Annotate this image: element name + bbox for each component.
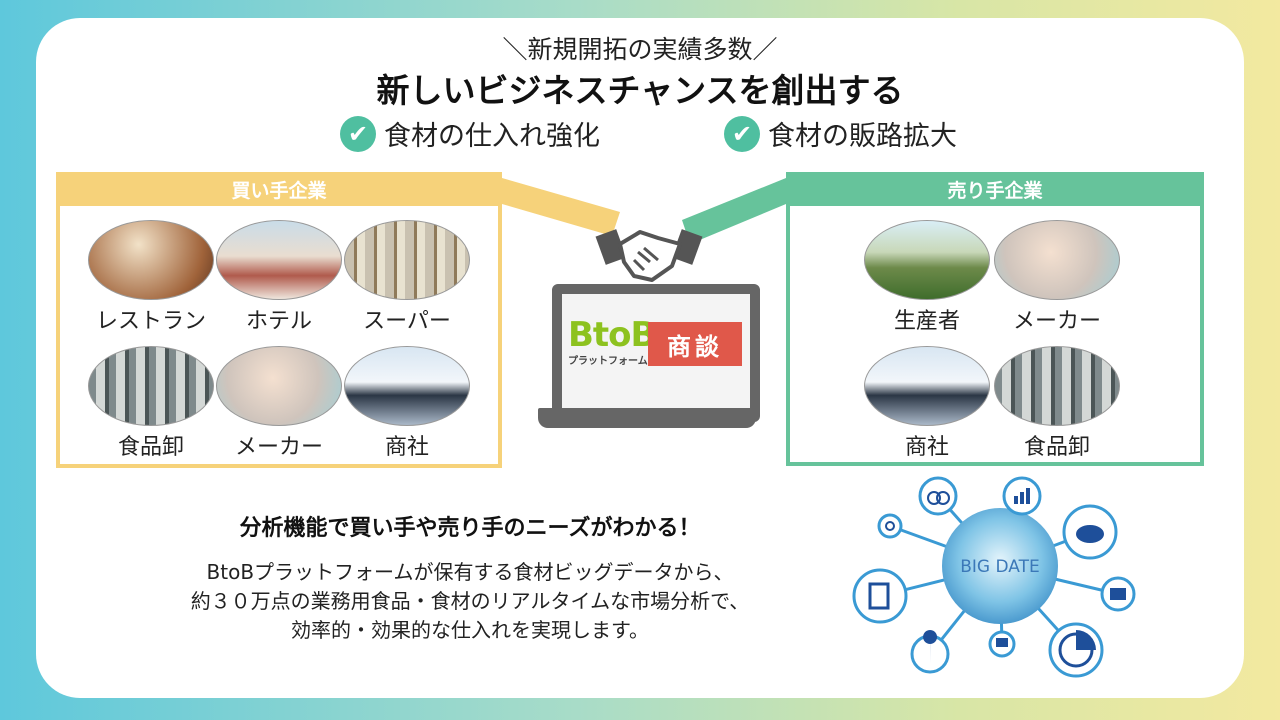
buyer-item-wholesale: 食品卸 bbox=[88, 346, 214, 461]
btob-platform-logo: BtoB プラットフォーム bbox=[568, 315, 656, 367]
negotiation-badge: 商談 bbox=[648, 322, 742, 366]
handshake-icon bbox=[595, 229, 703, 282]
seller-connector bbox=[682, 178, 786, 244]
benefit-label: 食材の仕入れ強化 bbox=[384, 121, 600, 152]
laptop-screen: BtoB プラットフォーム 商談 bbox=[552, 284, 760, 422]
hotel-photo bbox=[216, 220, 342, 300]
buyer-panel-title: 買い手企業 bbox=[56, 172, 502, 206]
big-data-illustration: BIG DATE bbox=[852, 476, 1136, 678]
benefit-label: 食材の販路拡大 bbox=[768, 121, 957, 152]
buyer-item-supermarket: スーパー bbox=[344, 220, 470, 335]
warehouse-photo bbox=[88, 346, 214, 426]
seller-panel-title: 売り手企業 bbox=[786, 172, 1204, 206]
big-data-label: BIG DATE bbox=[960, 557, 1039, 577]
analysis-body: BtoBプラットフォームが保有する食材ビッグデータから、 約３０万点の業務用食品… bbox=[190, 560, 750, 642]
big-data-globe bbox=[942, 508, 1058, 624]
buyer-item-trading: 商社 bbox=[344, 346, 470, 461]
benefit-procurement: ✔ 食材の仕入れ強化 bbox=[340, 114, 600, 153]
laptop-base bbox=[538, 408, 756, 428]
buyer-item-maker: メーカー bbox=[216, 346, 342, 461]
document-icon bbox=[852, 568, 908, 624]
supermarket-photo bbox=[344, 220, 470, 300]
warehouse-photo bbox=[994, 346, 1120, 426]
seller-item-wholesale: 食品卸 bbox=[994, 346, 1120, 461]
tagline: ＼新規開拓の実績多数／ bbox=[502, 35, 778, 64]
buyer-item-restaurant: レストラン bbox=[88, 220, 214, 335]
buyer-item-hotel: ホテル bbox=[216, 220, 342, 335]
headline: 新しいビジネスチャンスを創出する bbox=[376, 71, 904, 110]
factory-photo bbox=[994, 220, 1120, 300]
seller-item-maker: メーカー bbox=[994, 220, 1120, 335]
seller-item-trading: 商社 bbox=[864, 346, 990, 461]
analysis-title: 分析機能で買い手や売り手のニーズがわかる！ bbox=[239, 516, 701, 541]
factory-photo bbox=[216, 346, 342, 426]
meeting-photo bbox=[344, 346, 470, 426]
restaurant-photo bbox=[88, 220, 214, 300]
seller-panel: 売り手企業 生産者 メーカー 商社 食品卸 bbox=[786, 172, 1204, 466]
check-icon: ✔ bbox=[724, 115, 760, 152]
farmers-photo bbox=[864, 220, 990, 300]
buyer-panel: 買い手企業 レストラン ホテル スーパー 食品卸 メーカー 商社 bbox=[56, 172, 502, 468]
seller-item-producer: 生産者 bbox=[864, 220, 990, 335]
meeting-photo bbox=[864, 346, 990, 426]
check-icon: ✔ bbox=[340, 115, 376, 152]
benefit-sales: ✔ 食材の販路拡大 bbox=[724, 114, 957, 153]
target-icon bbox=[877, 513, 903, 539]
buyer-connector bbox=[502, 178, 620, 236]
